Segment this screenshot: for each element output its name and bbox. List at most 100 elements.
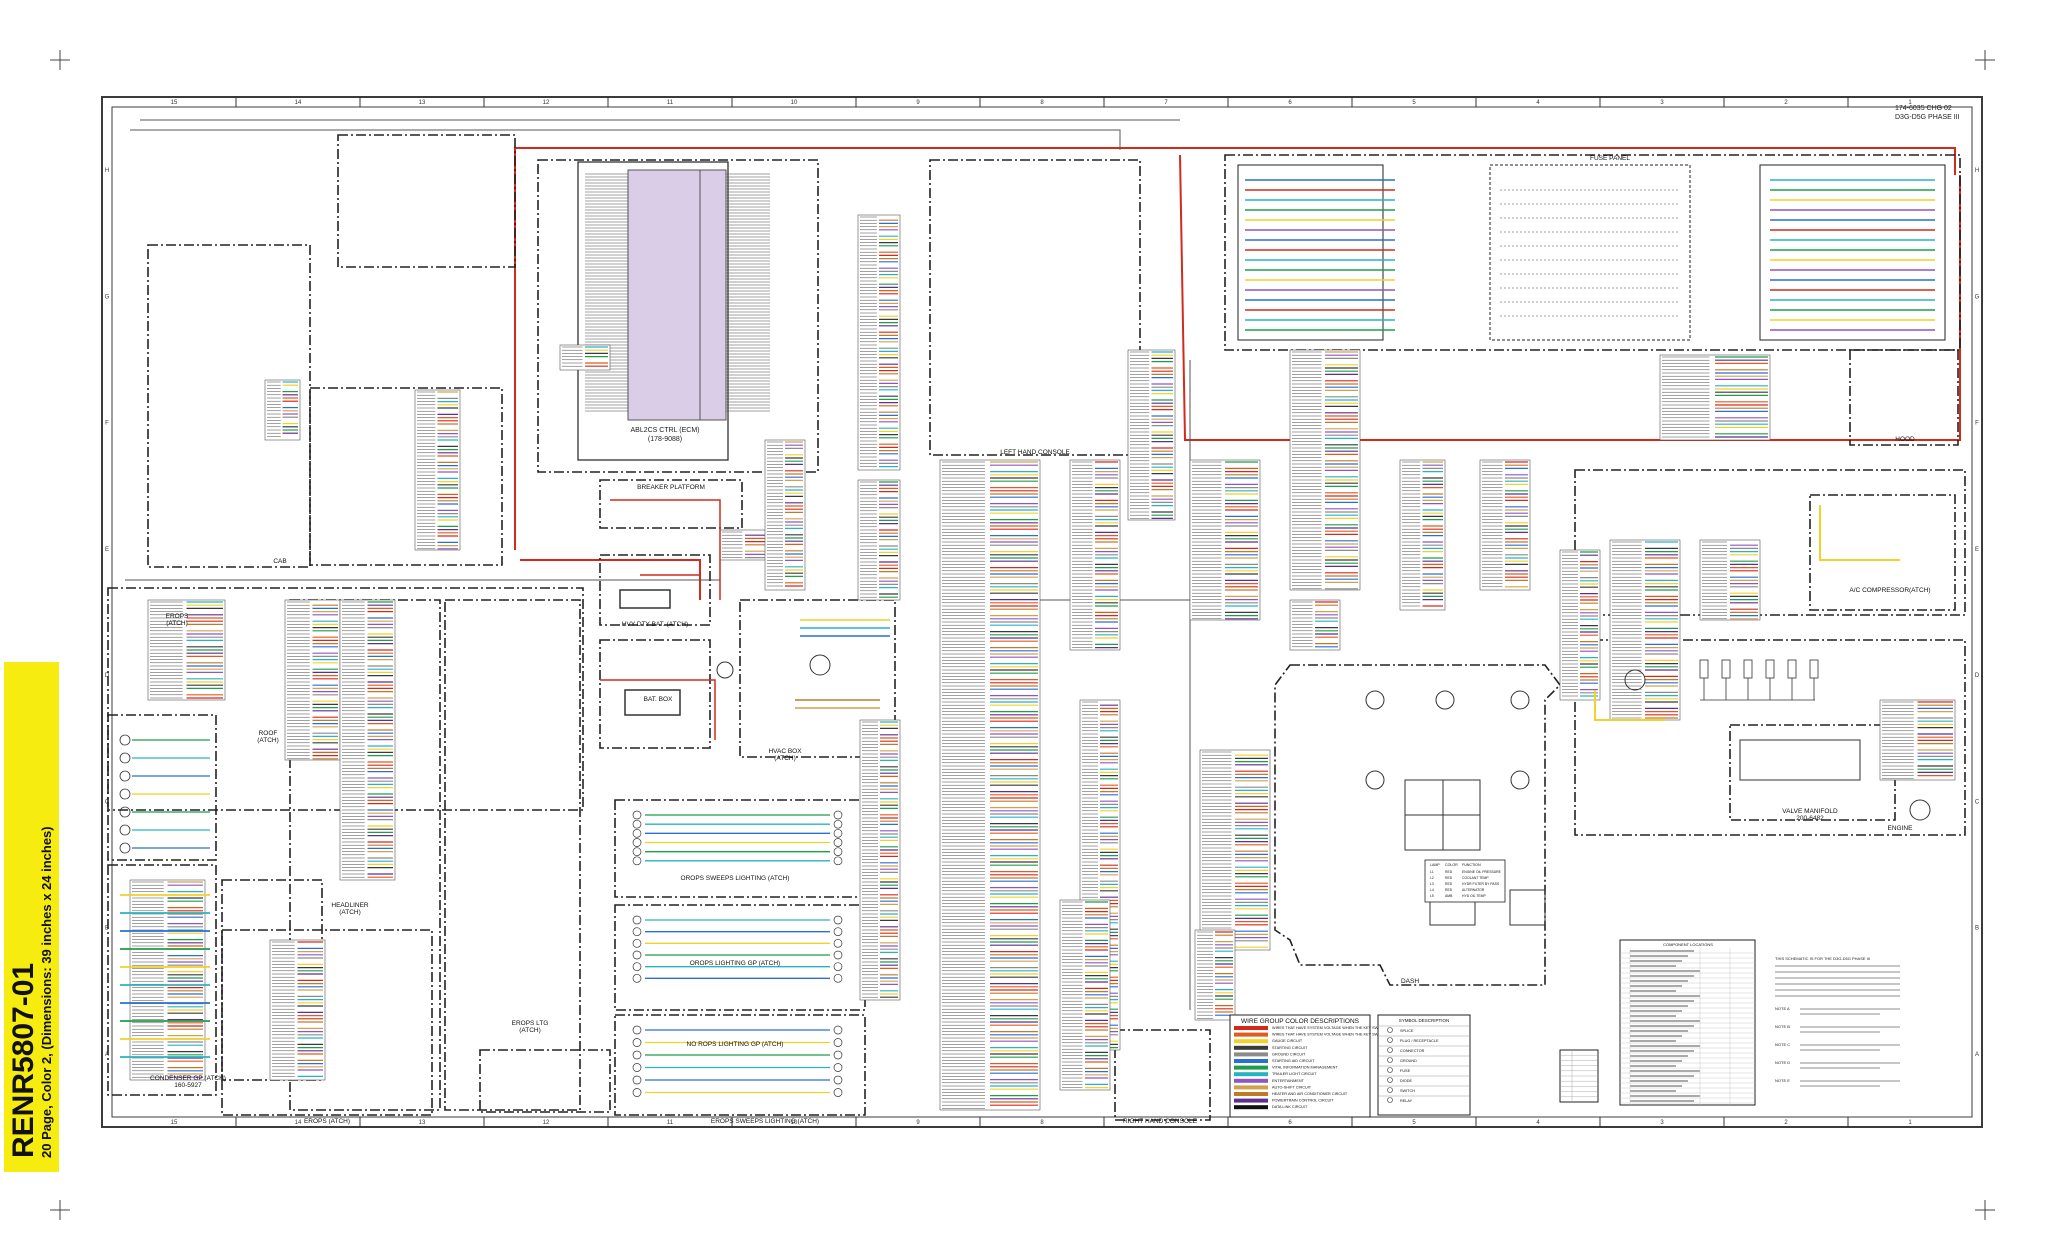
column-label: 5 <box>1412 1120 1416 1126</box>
column-label: 6 <box>1288 1120 1292 1126</box>
label-erops-ltg-atch: (ATCH) <box>519 1027 541 1034</box>
label-erops-top-atch: (ATCH) <box>166 620 188 627</box>
row-label: F <box>1975 421 1979 427</box>
column-label: 8 <box>1040 1120 1044 1126</box>
battery-area <box>600 499 721 740</box>
title-block-line2: D3G-D5G PHASE III <box>1895 114 1960 121</box>
legend-swatch <box>1234 1052 1268 1057</box>
lamp-cell: L3 <box>1430 882 1434 886</box>
label-condenser-gp: CONDENSER GP (ATCH) <box>150 1075 226 1082</box>
label-headliner-atch: (ATCH) <box>339 909 361 916</box>
wire-bundle <box>1199 749 1271 951</box>
note-label: NOTE E <box>1775 1078 1790 1083</box>
lamp-cell: AMB <box>1445 894 1453 898</box>
legend-swatch <box>1234 1059 1268 1063</box>
legend-item-label: HEATER AND AIR CONDITIONER CIRCUIT <box>1272 1092 1348 1096</box>
lamp-cell: HYDR FILTER BY PASS <box>1462 882 1500 886</box>
row-label: B <box>1975 926 1979 932</box>
lamp-cell: RED <box>1445 876 1453 880</box>
injector-icon <box>1721 659 1731 679</box>
label-orops-sweeps: OROPS SWEEPS LIGHTING (ATCH) <box>681 875 790 882</box>
wire-bundles <box>129 214 1956 1111</box>
document-subtitle: 20 Page, Color 2, (Dimensions: 39 inches… <box>39 826 54 1158</box>
column-label: 3 <box>1660 1120 1664 1126</box>
symbol-row-label: SWITCH <box>1400 1089 1415 1093</box>
label-breaker-platform: BREAKER PLATFORM <box>637 484 705 491</box>
dashed-regions <box>107 134 1966 1121</box>
symbol-row-label: FUSE <box>1400 1069 1411 1073</box>
legend-item-label: STARTING CIRCUIT <box>1272 1046 1308 1050</box>
legend-item-label: WIRES THAT HAVE SYSTEM VOLTAGE WHEN THE … <box>1272 1026 1401 1030</box>
lamp-cell: RED <box>1445 882 1453 886</box>
lamp-header-function: FUNCTION <box>1462 863 1481 867</box>
column-label: 13 <box>419 100 426 106</box>
column-label: 4 <box>1536 100 1540 106</box>
column-label: 2 <box>1784 1120 1788 1126</box>
column-label: 4 <box>1536 1120 1540 1126</box>
column-label: 11 <box>667 100 674 106</box>
label-hvac-box-atch: (ATCH) <box>774 755 796 762</box>
note-label: NOTE B <box>1775 1024 1790 1029</box>
label-engine: ENGINE <box>1888 825 1914 832</box>
legend-item-label: GAUGE CIRCUIT <box>1272 1039 1303 1043</box>
document-tag: RENR5807-01 20 Page, Color 2, (Dimension… <box>4 662 59 1172</box>
symbol-row-label: DIODE <box>1400 1079 1412 1083</box>
label-valve-manifold-part: 200-6482 <box>1796 815 1824 822</box>
components-table-title: COMPONENT LOCATIONS <box>1663 942 1713 947</box>
legend-swatch <box>1234 1032 1268 1037</box>
wire-bundle <box>764 439 806 591</box>
row-label: D <box>1975 673 1980 679</box>
label-cab: CAB <box>273 558 286 565</box>
wire-bundle <box>1194 929 1236 1021</box>
label-right-console: RIGHT HAND CONSOLE <box>1123 1118 1198 1125</box>
column-label: 13 <box>419 1120 426 1126</box>
injector-icon <box>1743 659 1753 679</box>
lamp-cell: HYD OIL TEMP <box>1462 894 1486 898</box>
wire-bundle <box>857 214 901 471</box>
row-label: A <box>1975 1052 1979 1058</box>
label-erops-ltg: EROPS LTG <box>512 1020 549 1027</box>
legend-item-label: ENTERTAINMENT <box>1272 1079 1305 1083</box>
column-label: 6 <box>1288 100 1292 106</box>
ecm-title: ABL2CS CTRL (ECM) <box>631 427 700 434</box>
legend-swatch <box>1234 1039 1268 1044</box>
legend-item-label: STARTING AID CIRCUIT <box>1272 1059 1315 1063</box>
lamp-header-lamp: LAMP <box>1430 863 1440 867</box>
legend-item-label: TRAILER LIGHT CIRCUIT <box>1272 1072 1317 1076</box>
legend-swatch <box>1234 1078 1268 1083</box>
symbol-row-label: PLUG / RECEPTACLE <box>1400 1039 1439 1043</box>
abbreviation-table <box>1559 1049 1599 1103</box>
engine-components <box>1594 505 1931 821</box>
ecm-controller: ABL2CS CTRL (ECM) (178-9088) <box>577 161 770 461</box>
wire-bundle <box>269 939 326 1081</box>
hvac-wires <box>716 619 890 709</box>
legend-swatch <box>1234 1045 1268 1050</box>
title-block-line1: 174-6035 CHG 02 <box>1895 105 1952 112</box>
wire-bundle <box>859 719 901 1001</box>
row-label: G <box>1975 294 1980 300</box>
lamp-cell: ENGINE OIL PRESSURE <box>1462 870 1502 874</box>
label-erops-sweeps: EROPS SWEEPS LIGHTING (ATCH) <box>711 1118 819 1125</box>
row-label: H <box>1975 168 1979 174</box>
symbol-table-title: SYMBOL DESCRIPTION <box>1399 1018 1450 1023</box>
wire-bundle <box>1289 599 1341 651</box>
row-label: H <box>105 168 109 174</box>
label-valve-manifold: VALVE MANIFOLD <box>1782 808 1838 815</box>
column-label: 14 <box>295 100 302 106</box>
label-ac-compressor: A/C COMPRESSOR(ATCH) <box>1849 587 1930 594</box>
row-label: A <box>105 1052 109 1058</box>
ecm-part: (178-9088) <box>648 436 682 443</box>
label-no-rops: NO ROPS LIGHTING GP (ATCH) <box>687 1041 784 1048</box>
symbol-row-label: RELAY <box>1400 1099 1413 1103</box>
legend-item-label: POWERTRAIN CONTROL CIRCUIT <box>1272 1099 1334 1103</box>
wire-bundle <box>129 879 206 1081</box>
legend-item-label: DATA LINK CIRCUIT <box>1272 1105 1308 1109</box>
legend-item-label: AUTO-SHIFT CIRCUIT <box>1272 1085 1312 1089</box>
note-label: NOTE A <box>1775 1006 1790 1011</box>
column-label: 1 <box>1908 100 1912 106</box>
label-erops-bottom: EROPS (ATCH) <box>304 1118 350 1125</box>
